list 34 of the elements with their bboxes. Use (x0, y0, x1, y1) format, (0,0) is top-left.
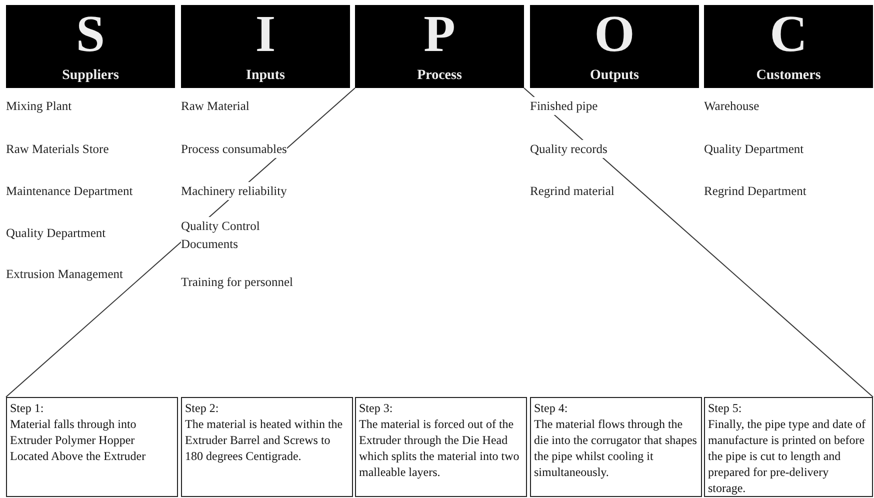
step-number: Step 3: (359, 400, 394, 416)
step-description: Finally, the pipe type and date of manufacture is printed on before the pipe is cut to length and prepared for pre-delivery storage. (708, 416, 867, 496)
header-block (355, 5, 524, 88)
header-block (530, 5, 699, 88)
step-description: The material is forced out of the Extruder through the Die Head which splits the material into two malleable layers. (359, 416, 520, 480)
header-letter: P (422, 7, 456, 63)
step-description: Material falls through into Extruder Polymer Hopper Located Above the Extruder (10, 416, 147, 464)
list-item: Finished pipe (530, 97, 598, 115)
expansion-line (524, 88, 874, 398)
step-box (181, 397, 353, 497)
step-box (704, 397, 873, 497)
header-letter: C (768, 7, 808, 63)
step-box (6, 397, 178, 497)
step-description: The material flows through the die into the corrugator that shapes the pipe whilst cooling it simultaneously. (534, 416, 698, 480)
header-letter: I (254, 7, 277, 63)
step-box (355, 397, 527, 497)
step-number: Step 4: (534, 400, 569, 416)
list-item: Machinery reliability (181, 182, 287, 200)
header-title: Inputs (245, 68, 286, 84)
step-number: Step 2: (185, 400, 220, 416)
header-title: Process (416, 68, 463, 84)
header-block (181, 5, 350, 88)
list-item: Quality records (530, 140, 608, 158)
header-block (704, 5, 873, 88)
header-title: Customers (755, 68, 822, 84)
step-number: Step 1: (10, 400, 45, 416)
step-number: Step 5: (708, 400, 743, 416)
header-letter: O (593, 7, 636, 63)
header-letter: S (75, 7, 106, 63)
step-description: The material is heated within the Extruder Barrel and Screws to 180 degrees Centigrade. (185, 416, 344, 464)
header-block (6, 5, 175, 88)
header-title: Suppliers (61, 68, 120, 84)
step-box (530, 397, 702, 497)
header-title: Outputs (588, 68, 640, 84)
